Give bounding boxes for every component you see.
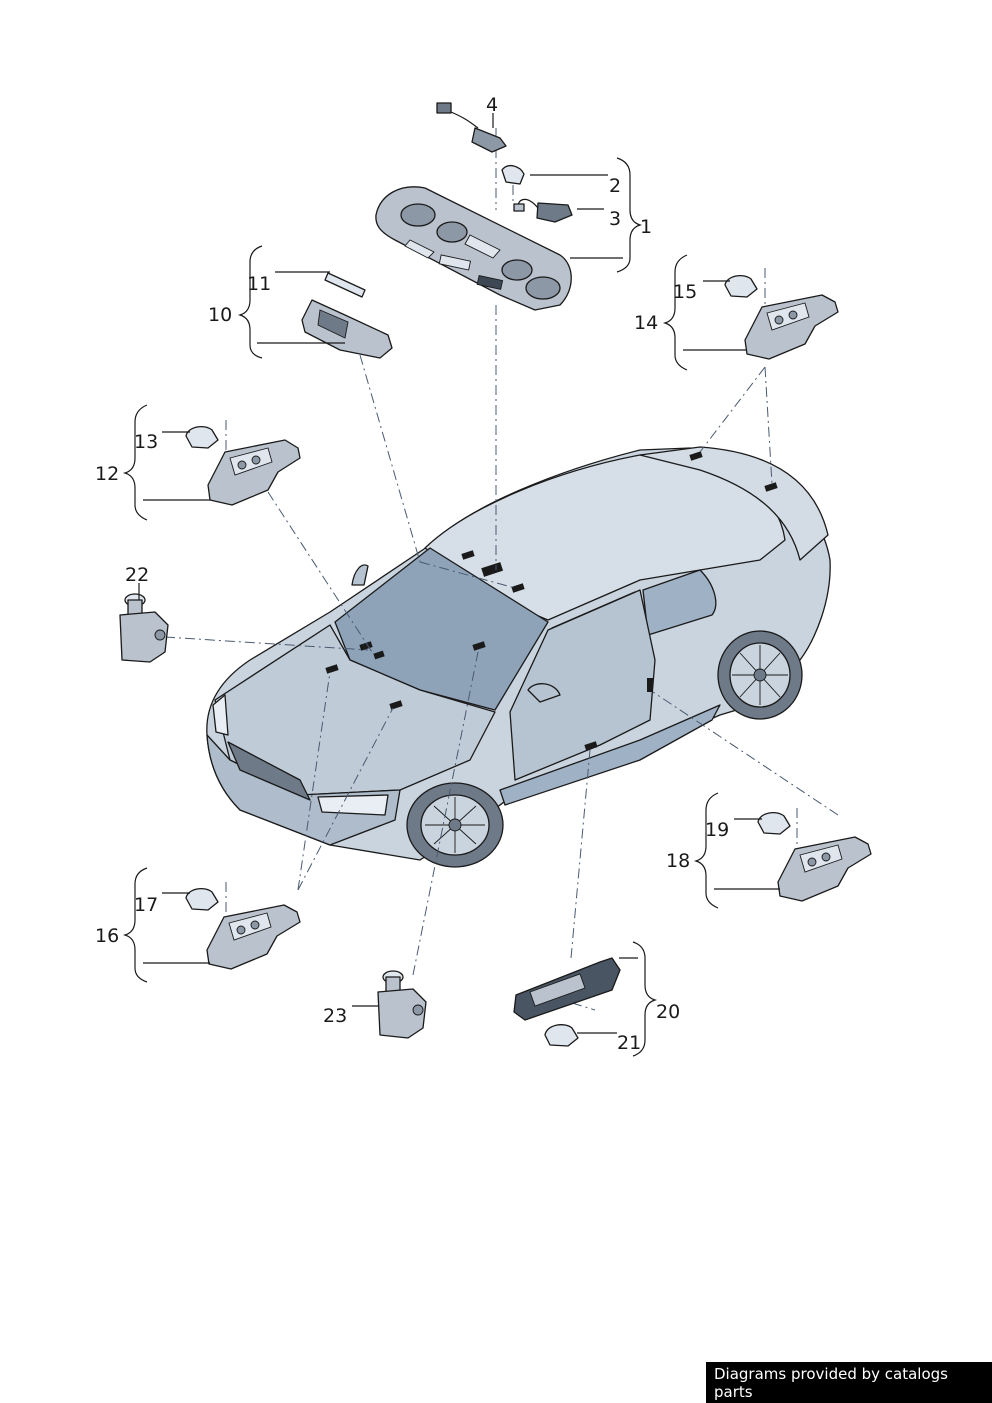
- callout-22: 22: [125, 564, 149, 586]
- car-side-skirt: [499, 704, 721, 806]
- car-front-bumper: [206, 734, 401, 846]
- item-18-lamp-housing: [777, 836, 872, 902]
- car-illustration: [206, 446, 831, 868]
- callout-labels: 1 2 3 4 10 11 12 13 14 15 16 17 18 19 20…: [95, 94, 729, 1054]
- callout-10: 10: [208, 304, 232, 326]
- car-mirror-left: [351, 564, 369, 586]
- callout-16: 16: [95, 925, 119, 947]
- item-21-bulb: [544, 1024, 579, 1047]
- callout-3: 3: [609, 208, 621, 230]
- item-4-connector: [436, 102, 507, 153]
- item-23-switch: [377, 970, 427, 1039]
- car-rear-wheel: [717, 630, 803, 720]
- car-grille: [227, 741, 311, 801]
- car-rear-side-window: [642, 569, 717, 636]
- callout-11: 11: [247, 273, 271, 295]
- item-15-bulb: [724, 274, 758, 298]
- car-front-wheel: [406, 782, 504, 868]
- item-13-bulb: [185, 425, 219, 449]
- item-11-festoon-bulb: [324, 272, 366, 298]
- group-braces: [122, 157, 719, 1057]
- callout-4: 4: [486, 94, 498, 116]
- item-14-lamp-housing: [744, 294, 839, 360]
- callout-19: 19: [705, 819, 729, 841]
- locator-lines: [164, 128, 839, 1011]
- item-17-bulb: [185, 887, 219, 911]
- brace-20: [632, 941, 658, 1057]
- item-20-door-lamp: [513, 957, 621, 1021]
- callout-23: 23: [323, 1005, 347, 1027]
- callout-1: 1: [640, 216, 652, 238]
- brace-18: [693, 792, 719, 909]
- item-1-roof-console: [375, 186, 572, 311]
- lamp-locations: [325, 451, 778, 751]
- car-headlight-left: [212, 694, 229, 736]
- callout-18: 18: [666, 850, 690, 872]
- leader-lines: [138, 113, 780, 1034]
- callout-15: 15: [673, 281, 697, 303]
- brace-10: [237, 245, 263, 359]
- car-mirror: [527, 683, 561, 703]
- item-12-lamp-housing: [207, 439, 301, 506]
- item-19-bulb: [757, 811, 791, 835]
- item-3-switch: [513, 198, 573, 223]
- brace-16: [122, 867, 148, 983]
- car-headlight-right: [317, 794, 389, 816]
- credit-banner: Diagrams provided by catalogs parts: [706, 1362, 992, 1403]
- callout-2: 2: [609, 175, 621, 197]
- callout-13: 13: [134, 431, 158, 453]
- callout-17: 17: [134, 894, 158, 916]
- item-22-switch: [119, 593, 169, 663]
- item-10-lamp-housing: [301, 299, 393, 359]
- item-2-bulb: [501, 164, 525, 185]
- car-rear-deck: [639, 446, 829, 561]
- callout-20: 20: [656, 1001, 680, 1023]
- item-16-lamp-housing: [206, 904, 301, 970]
- callout-12: 12: [95, 463, 119, 485]
- brace-14: [662, 254, 688, 371]
- brace-12: [122, 404, 148, 521]
- brace-1: [616, 157, 643, 273]
- callout-14: 14: [634, 312, 658, 334]
- callout-21: 21: [617, 1032, 641, 1054]
